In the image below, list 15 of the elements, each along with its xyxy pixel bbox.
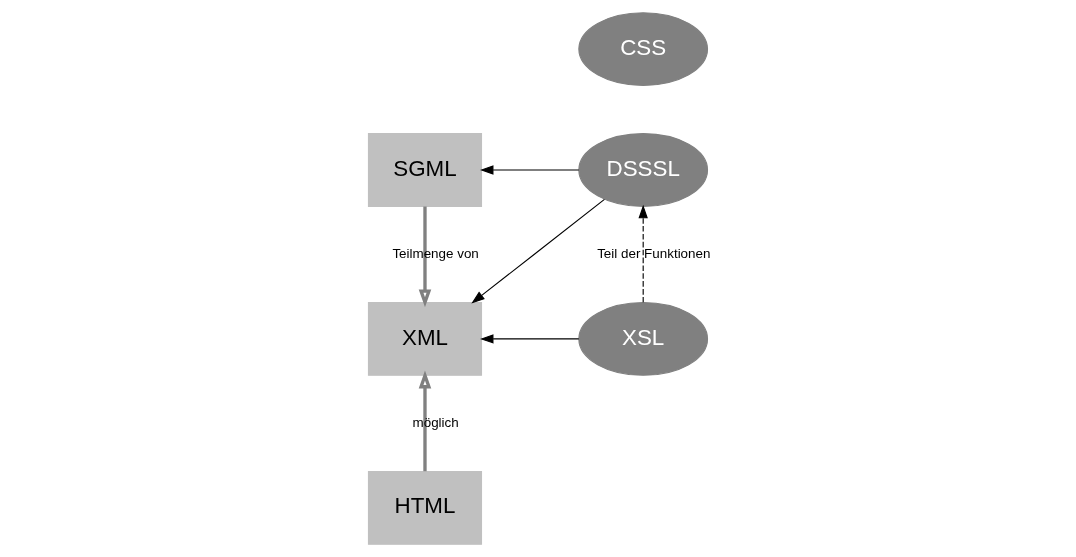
arrow <box>638 204 648 303</box>
arrow <box>471 198 605 304</box>
arrow <box>418 370 432 472</box>
edge-label: Teilmenge von <box>392 245 479 261</box>
arrow <box>480 334 580 344</box>
node-box: XML <box>367 302 483 376</box>
node-box: SGML <box>367 133 483 207</box>
node-box: HTML <box>367 470 483 545</box>
node-ellipse: XSL <box>578 302 709 376</box>
node-ellipse: CSS <box>578 12 709 87</box>
arrow <box>418 206 432 308</box>
arrow <box>480 165 580 175</box>
edge-label: Teil der Funktionen <box>597 245 711 261</box>
node-ellipse: DSSSL <box>578 133 709 207</box>
edge-label: möglich <box>412 414 459 430</box>
